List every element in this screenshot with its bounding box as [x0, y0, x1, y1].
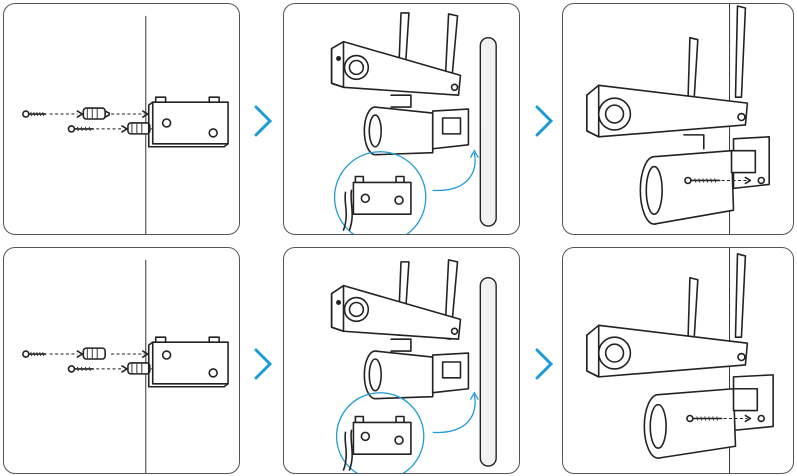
detail-callout-circle [335, 392, 425, 473]
screw-hole [757, 414, 766, 423]
next-step-arrow-icon [252, 104, 274, 138]
wall-surface [479, 37, 497, 227]
screw-icon [684, 176, 721, 185]
bracket-detail-icon [342, 175, 412, 231]
step-3-illustration [586, 248, 774, 473]
camera-icon [330, 12, 470, 156]
camera-icon [330, 259, 470, 400]
step-panel-2 [283, 3, 520, 235]
arrowhead-icon [121, 125, 128, 133]
step-panel-1 [3, 3, 240, 235]
step-1-illustration [22, 259, 229, 473]
camera-icon [586, 253, 774, 459]
arrowhead-icon [76, 110, 84, 118]
step-panel-6 [562, 247, 794, 474]
next-step-arrow-icon [533, 347, 555, 381]
callout-arrow [432, 152, 476, 192]
bracket-detail-icon [342, 415, 412, 471]
screw-icon [67, 365, 95, 373]
wall-anchor-icon [82, 347, 106, 360]
mounting-bracket-icon [147, 96, 229, 148]
detail-callout-circle [333, 151, 427, 234]
arrowhead-icon [142, 110, 149, 118]
screw-hole [757, 176, 766, 185]
arrowhead-icon [121, 365, 128, 373]
callout-arrow [432, 394, 476, 434]
step-panel-4 [3, 247, 240, 474]
arrowhead-icon [744, 176, 752, 185]
screw-icon [22, 110, 47, 118]
arrowhead-icon [142, 350, 149, 358]
wall-surface [479, 277, 497, 467]
wall-anchor-icon [127, 362, 151, 375]
next-step-arrow-icon [533, 104, 555, 138]
step-1-illustration [22, 15, 229, 234]
arrowhead-icon [744, 414, 752, 423]
screw-icon [22, 350, 47, 358]
wall-anchor-icon [127, 122, 151, 135]
step-3-illustration [586, 4, 770, 234]
step-2-illustration [330, 12, 497, 234]
mounting-bracket-icon [147, 336, 229, 388]
screw-icon [686, 414, 723, 423]
next-step-arrow-icon [252, 347, 274, 381]
step-panel-3 [562, 3, 794, 235]
step-2-illustration [330, 259, 497, 473]
arrowhead-icon [469, 391, 479, 400]
camera-icon [586, 5, 770, 225]
screw-icon [67, 125, 95, 133]
step-panel-5 [283, 247, 520, 474]
arrowhead-icon [76, 350, 84, 358]
arrowhead-icon [469, 149, 479, 158]
wall-anchor-icon [82, 107, 110, 120]
